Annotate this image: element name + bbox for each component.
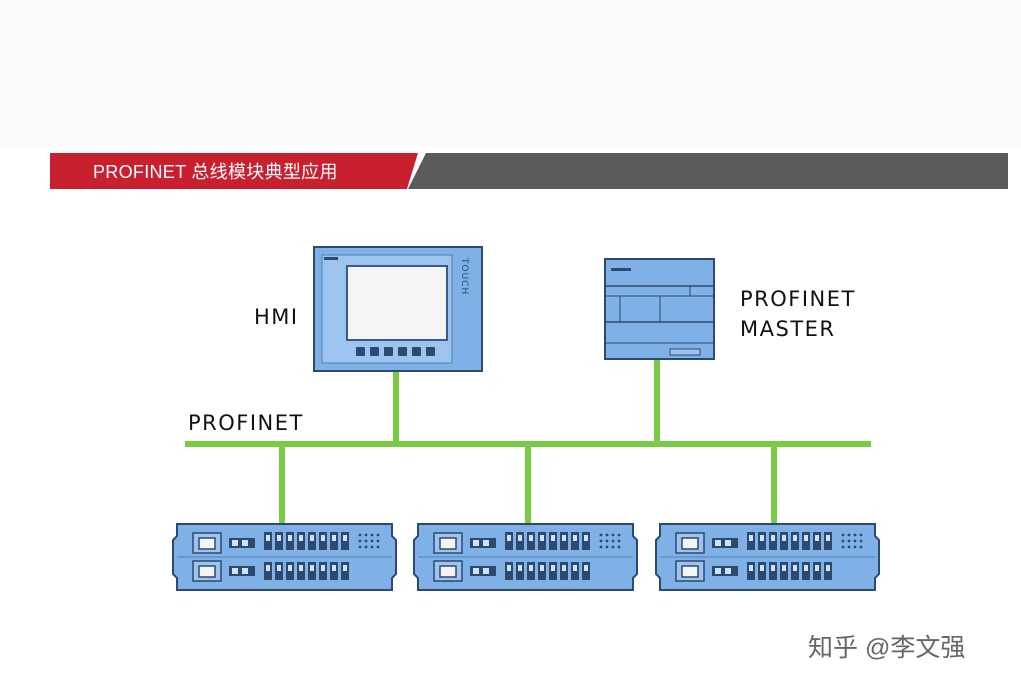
io-module-2 <box>413 523 638 591</box>
profinet-bus-label: PROFINET <box>188 411 304 435</box>
plc-master <box>604 258 715 360</box>
hmi-label: HMI <box>254 305 299 329</box>
profinet-cabling <box>185 360 871 524</box>
master-label-line2: MASTER <box>740 317 836 341</box>
io-module-1 <box>172 523 397 591</box>
title-banner-red <box>50 153 418 189</box>
title-banner-gray <box>408 153 1008 189</box>
master-label-line1: PROFINET <box>740 287 856 311</box>
hmi-panel: TOUCH <box>313 246 483 372</box>
watermark-text: 知乎 @李文强 <box>808 634 966 662</box>
top-background-band <box>0 0 1021 148</box>
page-title: PROFINET 总线模块典型应用 <box>93 162 338 182</box>
touch-label: TOUCH <box>459 257 469 295</box>
hmi-keys <box>356 347 435 356</box>
hmi-screen <box>346 265 448 341</box>
io-module-3 <box>655 523 880 591</box>
